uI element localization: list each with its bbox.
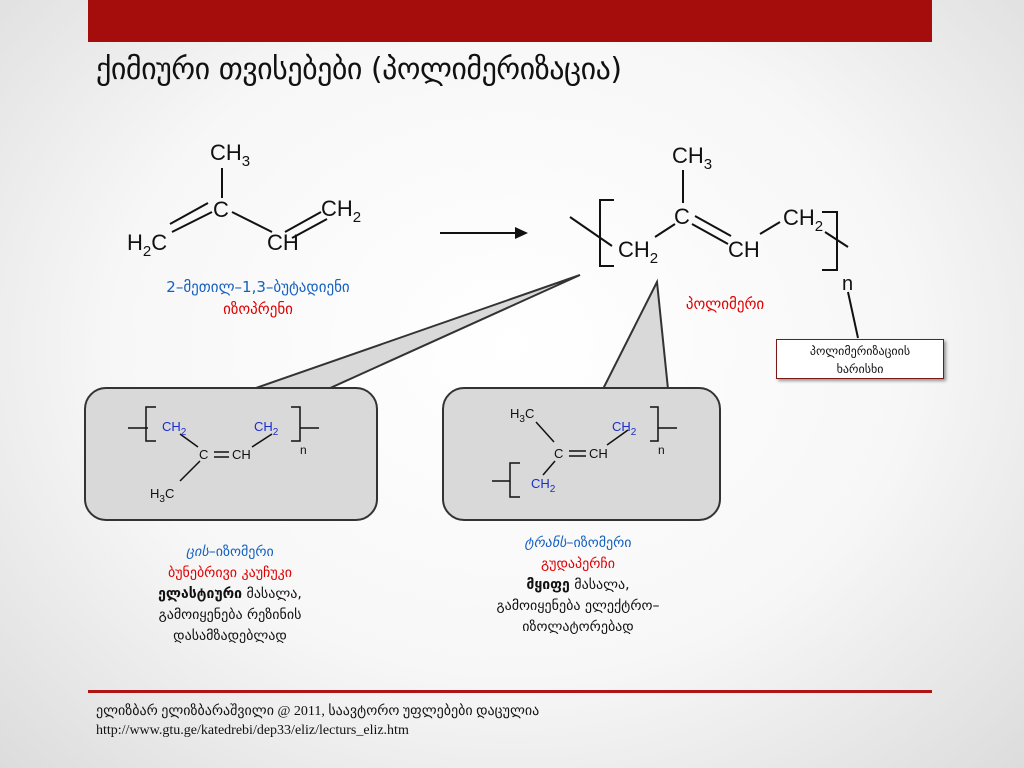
cis-usage-line1: გამოიყენება რეზინის <box>158 607 302 623</box>
top-accent-bar <box>88 0 932 42</box>
trans-isomer-structure: H3C CH2 C CH CH2 n <box>492 406 677 498</box>
trans-property-rest: მასალა, <box>569 577 630 593</box>
trans-isomer-box <box>442 387 721 521</box>
monomer-ch2-sub: 2 <box>353 209 361 226</box>
cis-property: ელასტიური მასალა, <box>130 584 330 605</box>
trans-ch2-right-sub: 2 <box>631 427 637 438</box>
polymer-n: n <box>842 273 853 295</box>
svg-text:CH2: CH2 <box>321 196 361 226</box>
polymer-ch3-sub: 3 <box>704 156 712 173</box>
trans-ch2-bottom: CH <box>531 476 550 491</box>
cis-h3c-h: H <box>150 486 159 501</box>
svg-text:CH2: CH2 <box>162 419 187 438</box>
monomer-ch: CH <box>267 230 299 255</box>
cis-title-rest: –იზომერი <box>208 544 274 560</box>
trans-usage-line1: გამოიყენება ელექტრო– <box>496 598 660 614</box>
trans-ch2-bottom-sub: 2 <box>550 484 556 495</box>
trans-h3c-sub: 3 <box>519 414 525 425</box>
svg-text:CH2: CH2 <box>612 419 637 438</box>
polymer-ch2-left-sub: 2 <box>650 250 658 267</box>
cis-n: n <box>300 443 307 457</box>
monomer-h2c-sub: 2 <box>143 243 151 260</box>
degree-of-polymerization-callout: პოლიმერიზაციის ხარისხი <box>776 339 944 379</box>
cis-usage-line2: დასამზადებლად <box>173 628 287 644</box>
monomer-ch3: CH <box>210 140 242 165</box>
monomer-c: C <box>213 197 229 222</box>
trans-caption-title: ტრანს–იზომერი <box>478 533 678 554</box>
trans-ch: CH <box>589 446 608 461</box>
polymer-ch3: CH <box>672 143 704 168</box>
footer: ელიზბარ ელიზბარაშვილი @ 2011, საავტორო უ… <box>96 702 539 740</box>
polymer-ch2-left: CH <box>618 237 650 262</box>
trans-prefix: ტრანს <box>524 535 567 551</box>
degree-label-line1: პოლიმერიზაციის <box>809 344 911 358</box>
cis-caption: ცის–იზომერი ბუნებრივი კაუჩუკი ელასტიური … <box>130 542 330 647</box>
svg-text:H3C: H3C <box>150 486 174 505</box>
trans-c: C <box>554 446 563 461</box>
footer-url[interactable]: http://www.gtu.ge/katedrebi/dep33/eliz/l… <box>96 723 409 738</box>
polymer-c: C <box>674 204 690 229</box>
cis-isomer-structure: CH2 CH2 C CH H3C n <box>128 406 319 505</box>
trans-caption: ტრანს–იზომერი გუდაპერჩი მყიფე მასალა, გა… <box>478 533 678 638</box>
trans-title-rest: –იზომერი <box>566 535 632 551</box>
cis-h3c-c: C <box>165 486 174 501</box>
svg-text:CH2: CH2 <box>254 419 279 438</box>
cis-ch2-left: CH <box>162 419 181 434</box>
cis-prefix: ცის <box>186 544 209 560</box>
monomer-systematic-name: 2–მეთილ–1,3–ბუტადიენი <box>166 278 350 296</box>
trans-n: n <box>658 443 665 457</box>
cis-c: C <box>199 447 208 462</box>
trans-ch2-right: CH <box>612 419 631 434</box>
svg-text:CH3: CH3 <box>672 143 712 173</box>
cis-ch2-left-sub: 2 <box>181 427 187 438</box>
trans-material: გუდაპერჩი <box>541 556 615 572</box>
monomer-common-name: იზოპრენი <box>223 300 293 318</box>
footer-divider <box>88 690 932 693</box>
svg-text:CH2: CH2 <box>618 237 658 267</box>
footer-copyright: ელიზბარ ელიზბარაშვილი @ 2011, საავტორო უ… <box>96 704 540 719</box>
svg-text:CH2: CH2 <box>783 205 823 235</box>
trans-h3c-h: H <box>510 406 519 421</box>
trans-usage-line2: იზოლატორებად <box>522 619 634 635</box>
polymer-label: პოლიმერი <box>685 295 765 313</box>
monomer-h2c-c: C <box>151 230 167 255</box>
svg-text:H3C: H3C <box>510 406 534 425</box>
zoom-callouts <box>252 274 670 390</box>
cis-property-bold: ელასტიური <box>158 586 243 602</box>
degree-label-line2: ხარისხი <box>836 362 884 376</box>
polymer-ch: CH <box>728 237 760 262</box>
cis-h3c-sub: 3 <box>159 494 165 505</box>
slide-title: ქიმიური თვისებები (პოლიმერიზაცია) <box>96 52 622 87</box>
svg-text:H2C: H2C <box>127 230 167 260</box>
trans-property: მყიფე მასალა, <box>478 575 678 596</box>
trans-property-bold: მყიფე <box>526 577 570 593</box>
svg-text:CH3: CH3 <box>210 140 250 170</box>
cis-ch2-right-sub: 2 <box>273 427 279 438</box>
cis-ch2-right: CH <box>254 419 273 434</box>
cis-caption-title: ცის–იზომერი <box>130 542 330 563</box>
cis-isomer-box <box>84 387 378 521</box>
cis-ch: CH <box>232 447 251 462</box>
trans-h3c-c: C <box>525 406 534 421</box>
svg-text:CH2: CH2 <box>531 476 556 495</box>
cis-property-rest: მასალა, <box>242 586 302 602</box>
monomer-h2c-h: H <box>127 230 143 255</box>
monomer-ch2: CH <box>321 196 353 221</box>
polymer-ch2-right-sub: 2 <box>815 218 823 235</box>
polymer-ch2-right: CH <box>783 205 815 230</box>
cis-material: ბუნებრივი კაუჩუკი <box>167 565 293 581</box>
monomer-ch3-sub: 3 <box>242 153 250 170</box>
reaction-diagram: CH3 C CH2 H2C CH CH3 C CH2 CH2 CH n <box>127 140 859 339</box>
